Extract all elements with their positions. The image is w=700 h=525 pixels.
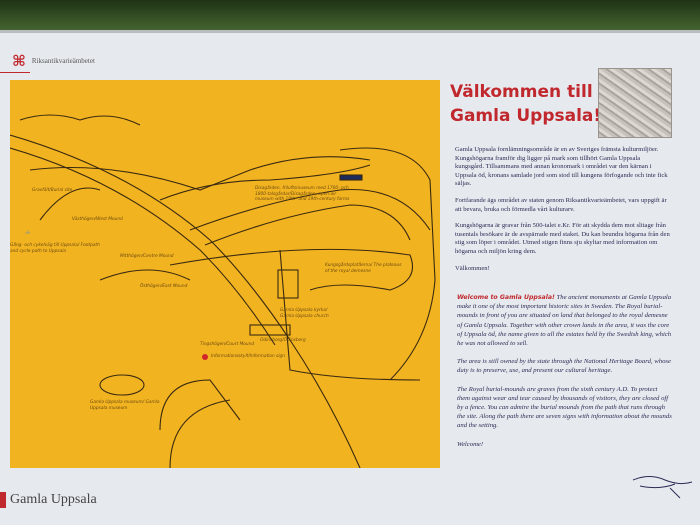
- english-paragraph: The area is still owned by the state thr…: [457, 358, 671, 375]
- bird-drawing-icon: [632, 476, 693, 499]
- label-royal-plateaus: Kungsgårdsplatåerna/ The plateaus of the…: [325, 263, 402, 274]
- cyclist-icon: 🚲: [25, 230, 31, 235]
- english-text: Welcome to Gamla Uppsala! The ancient mo…: [457, 293, 672, 458]
- title-line-1: Välkommen till: [450, 82, 593, 102]
- english-paragraph: Welcome!: [457, 440, 484, 448]
- english-paragraph: The ancient monuments at Gamla Uppsala m…: [457, 294, 672, 348]
- label-church: Gamla Uppsala kyrka/ Gamla Uppsala churc…: [280, 308, 329, 319]
- info-sign-marker: [202, 354, 208, 360]
- swedish-paragraph: Välkommen!: [455, 264, 490, 272]
- label-east-mound: Östhögen/East Mound: [140, 284, 188, 289]
- label-cycle-path: Gång- och cykelväg till Uppsala/ Footpat…: [10, 243, 100, 254]
- page-title: Välkommen till Gamla Uppsala!: [450, 80, 601, 128]
- english-heading: Welcome to Gamla Uppsala!: [457, 294, 555, 301]
- footer-brand: Gamla Uppsala: [0, 492, 97, 508]
- label-disagarden: Disagården, friluftsmuseum med 1700- och…: [255, 186, 350, 203]
- title-line-2: Gamla Uppsala!: [450, 106, 602, 126]
- label-court-mound: Tingshögen/Court Mound: [200, 342, 255, 347]
- label-museum: Gamla Uppsala museum/ Gamla Uppsala muse…: [90, 400, 160, 411]
- runestone-photo: [598, 68, 672, 138]
- swedish-text: Gamla Uppsala fornlämningsområde är en a…: [455, 146, 670, 281]
- agency-logo: ⌘ Riksantikvarieämbetet: [12, 52, 95, 70]
- label-centre-mound: Mitthögen/Centre Mound: [120, 254, 174, 259]
- swedish-paragraph: Gamla Uppsala fornlämningsområde är en a…: [455, 146, 668, 188]
- label-burial-site: Gravfält/Burial site: [32, 188, 73, 193]
- divider: [0, 72, 30, 73]
- label-odinsborg: Odinsborg/Odinsborg: [260, 338, 306, 343]
- swedish-paragraph: Fortfarande ägs området av staten genom …: [455, 196, 667, 213]
- english-paragraph: The Royal burial-mounds are graves from …: [457, 385, 672, 430]
- swedish-paragraph: Kungshögarna är gravar från 500-talet e.…: [455, 222, 670, 255]
- brand-mark-icon: [0, 492, 6, 508]
- agency-name: Riksantikvarieämbetet: [31, 57, 95, 65]
- brand-name: Gamla Uppsala: [10, 492, 97, 507]
- label-west-mound: Västhögen/West Mound: [72, 217, 123, 222]
- site-map: Gravfält/Burial site Västhögen/West Moun…: [10, 80, 440, 468]
- map-paths: [10, 114, 436, 468]
- label-info-sign: Informationsskylt/Information sign: [211, 354, 285, 359]
- agency-logo-icon: ⌘: [12, 52, 26, 70]
